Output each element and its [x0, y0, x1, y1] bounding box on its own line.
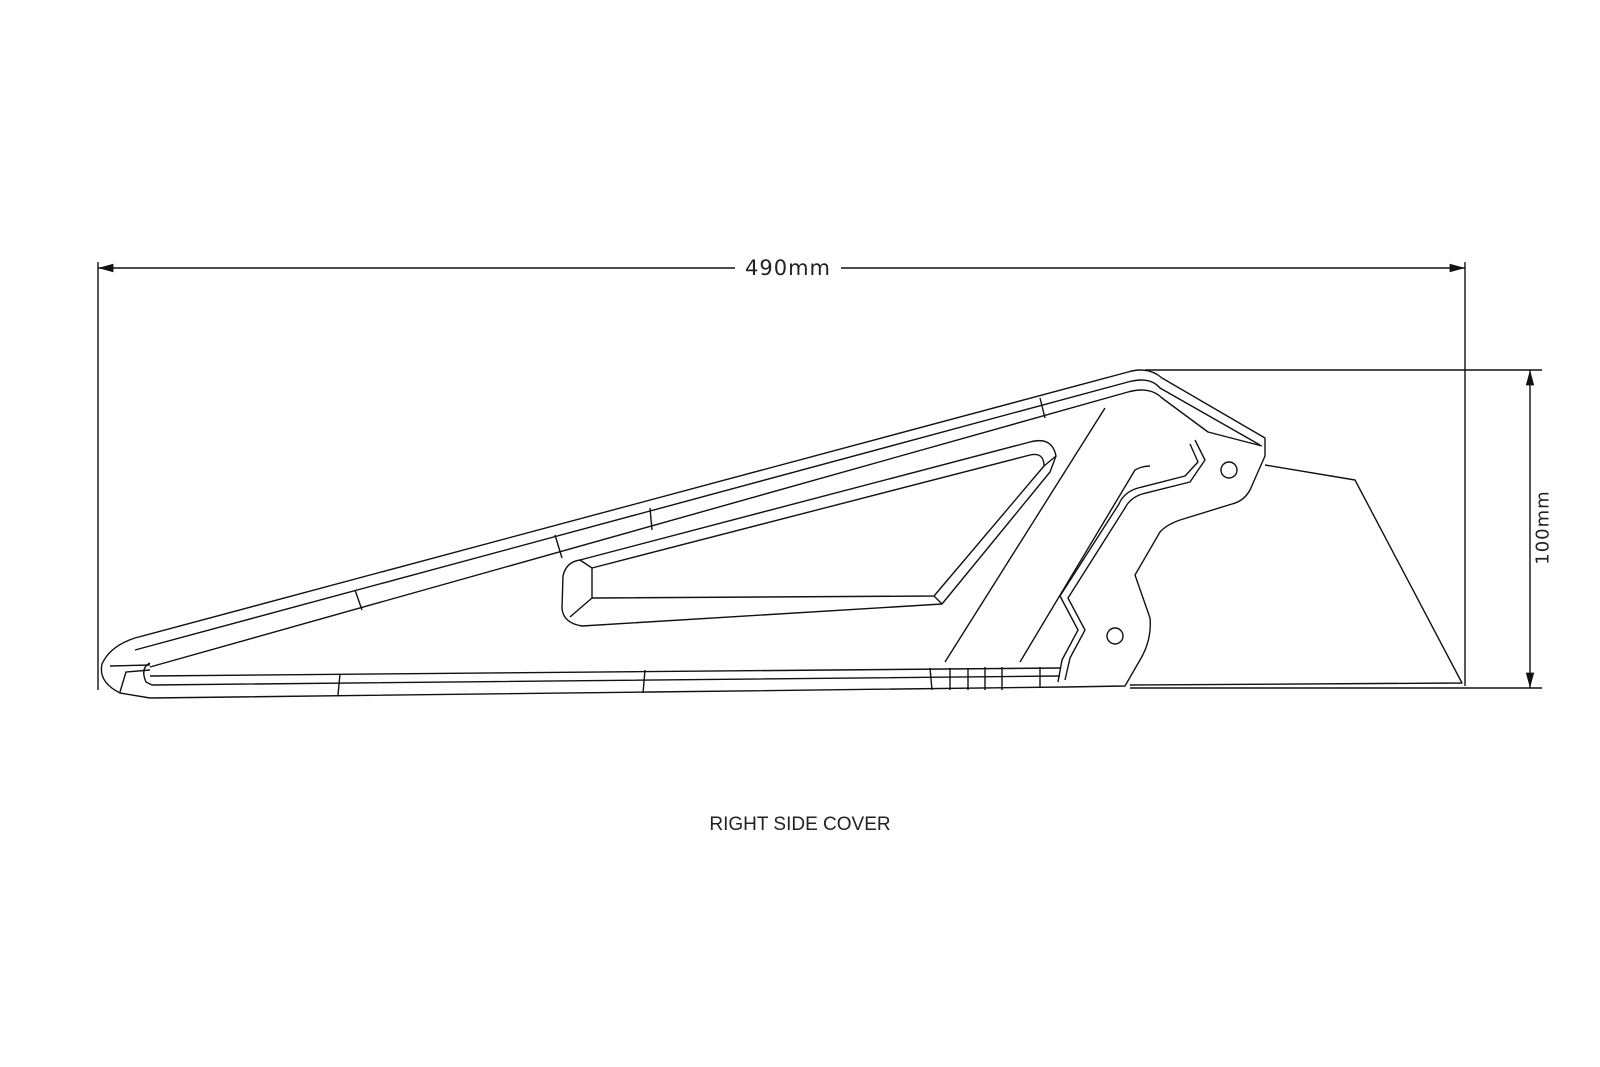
drawing-caption: RIGHT SIDE COVER — [709, 814, 891, 835]
outer-outline — [100, 369, 1266, 699]
mounting-plate-outline — [1129, 464, 1463, 686]
mount-hole-lower — [1106, 627, 1124, 645]
width-dimension-label: 490mm — [735, 256, 841, 280]
mount-hole-upper — [1220, 461, 1238, 479]
bracket-zigzag — [1064, 439, 1206, 681]
side-cover-part — [100, 369, 1463, 699]
height-dimension-label: 100mm — [1532, 484, 1554, 571]
height-dimension-lines — [1130, 369, 1542, 689]
window-cutout — [561, 439, 1057, 627]
